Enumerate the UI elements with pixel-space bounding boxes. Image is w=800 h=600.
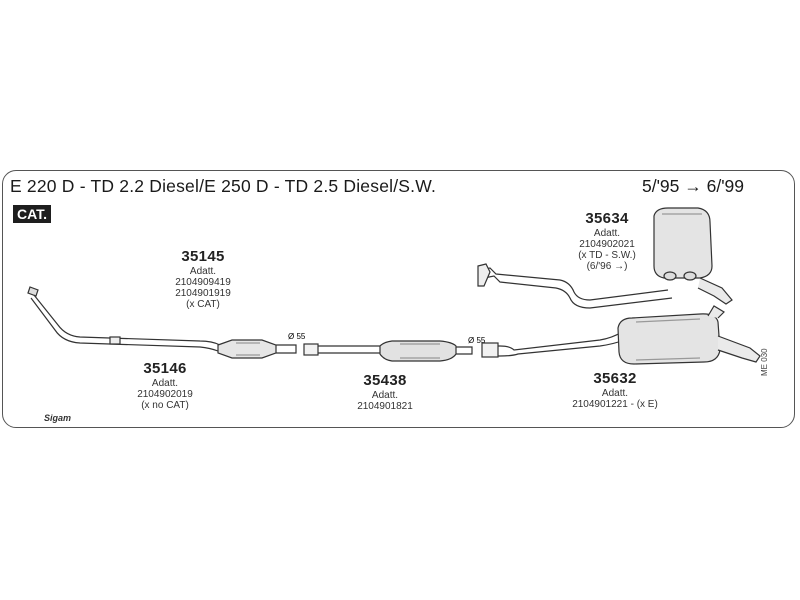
part-code: 2104902021 xyxy=(579,239,635,250)
date-range: 5/'95 → 6/'99 xyxy=(642,176,745,196)
front-bracket xyxy=(109,336,121,345)
part-number: 35632 xyxy=(593,370,637,387)
part-note: (x CAT) xyxy=(186,299,220,310)
part-note: Adatt. xyxy=(151,378,179,389)
front-pipe-lower xyxy=(30,297,219,352)
diameter-front: Ø 55 xyxy=(288,332,306,341)
part-number: 35146 xyxy=(143,360,187,377)
center-outlet xyxy=(456,346,473,355)
part-number: 35634 xyxy=(585,210,629,227)
rear-tailpipe xyxy=(717,335,761,363)
front-pipe-upper xyxy=(33,294,221,346)
diameter-rear: Ø 55 xyxy=(468,336,486,345)
part-code: 2104902019 xyxy=(137,389,193,400)
part-note: Adatt. xyxy=(189,266,217,277)
part-note: Adatt. xyxy=(593,228,621,239)
part-code: 2104909419 xyxy=(175,277,231,288)
part-code: 2104901221 - (x E) xyxy=(572,399,658,410)
reference-code: ME 030 xyxy=(760,348,769,376)
alt-rear-inlet xyxy=(477,263,491,287)
front-pipe xyxy=(27,286,39,297)
part-35145-label: 35145 Adatt. 2104909419 2104901919 (x CA… xyxy=(148,248,258,310)
alt-rear-silencer xyxy=(653,207,713,279)
part-note: (6/'96 →) xyxy=(586,261,628,272)
part-35438-label: 35438 Adatt. 2104901821 xyxy=(330,372,440,412)
part-code: 2104901919 xyxy=(175,288,231,299)
rear-pipe xyxy=(482,331,625,357)
brand-logo: Sigam xyxy=(44,413,72,423)
part-35634-label: 35634 Adatt. 2104902021 (x TD - S.W.) (6… xyxy=(552,210,662,272)
part-number: 35145 xyxy=(181,248,225,265)
alt-rear-tailpipe xyxy=(697,277,733,305)
part-note: Adatt. xyxy=(371,390,399,401)
part-note: (x no CAT) xyxy=(141,400,189,411)
cat-outlet xyxy=(276,344,297,354)
part-35632-label: 35632 Adatt. 2104901221 - (x E) xyxy=(550,370,680,410)
cat-badge: CAT. xyxy=(13,205,52,223)
alt-rear-pipe xyxy=(479,267,673,309)
diagram-title: E 220 D - TD 2.2 Diesel/E 250 D - TD 2.5… xyxy=(10,176,437,196)
part-35146-label: 35146 Adatt. 2104902019 (x no CAT) xyxy=(110,360,220,411)
rear-silencer xyxy=(617,313,721,365)
part-number: 35438 xyxy=(363,372,407,389)
part-note: Adatt. xyxy=(601,388,629,399)
part-code: 2104901821 xyxy=(357,401,413,412)
part-note: (x TD - S.W.) xyxy=(578,250,636,261)
